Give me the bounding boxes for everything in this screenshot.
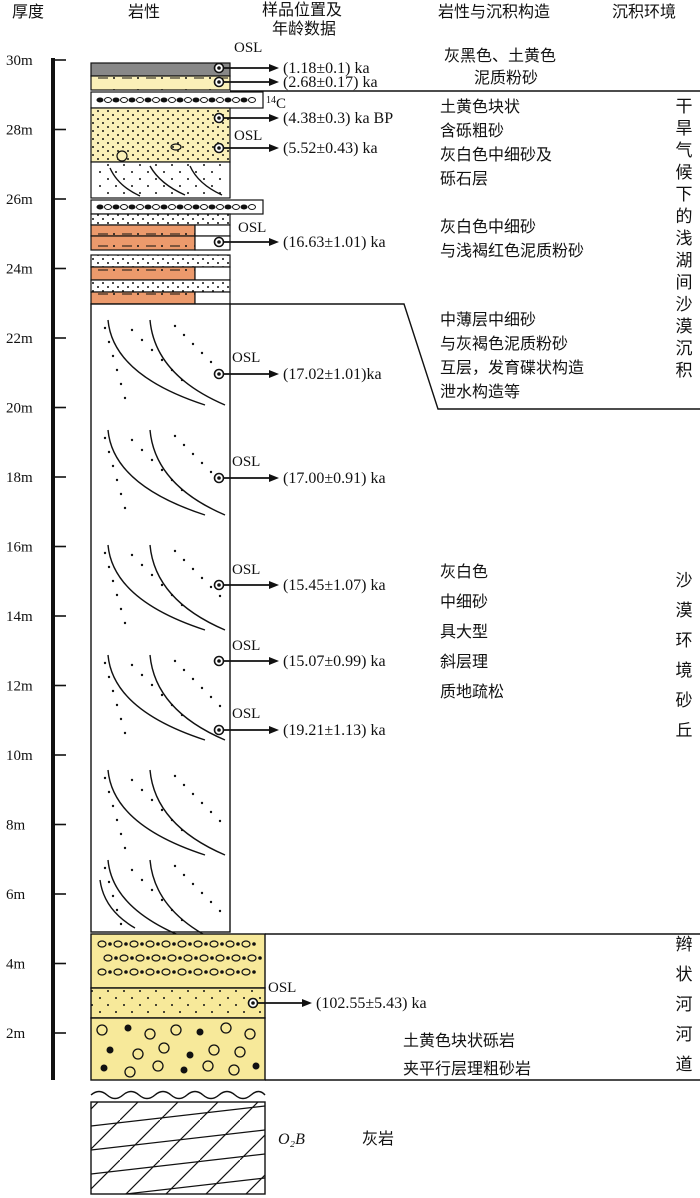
lithology-description: 具大型: [440, 622, 488, 641]
depth-tick-label: 10m: [6, 748, 33, 764]
gravel-dots: [96, 97, 256, 103]
lithology-description: 中细砂: [440, 592, 488, 611]
environment-label: 干旱气候下的浅湖间沙漠沉积: [676, 97, 693, 381]
lithology-description: 泥质粉砂: [474, 68, 538, 87]
sample-method: OSL: [232, 562, 260, 578]
sample-markers: (1.18±0.1) ka OSL (2.68±0.17) ka (4.38±0.3)…: [213, 40, 427, 1012]
header-sample-1: 样品位置及: [262, 0, 342, 19]
sample-age: (4.38±0.3) ka BP: [283, 110, 393, 127]
sample-age: (19.21±1.13) ka: [283, 722, 386, 739]
sample-age: (17.02±1.01)ka: [283, 366, 382, 383]
depth-tick-label: 30m: [6, 53, 33, 69]
formation-code: O₂B: [278, 1131, 305, 1148]
sample-age: (15.07±0.99) ka: [283, 653, 386, 670]
sample-age: (17.00±0.91) ka: [283, 470, 386, 487]
lithology-description: 灰黑色、土黄色: [444, 46, 556, 65]
sample-method: OSL: [234, 40, 262, 56]
sample-method: OSL: [232, 638, 260, 654]
depth-tick-label: 28m: [6, 123, 33, 139]
depth-tick-label: 2m: [6, 1026, 26, 1042]
sample-method: OSL: [238, 220, 266, 236]
depth-tick-label: 14m: [6, 609, 33, 625]
depth-tick-label: 16m: [6, 540, 33, 556]
header-lithology: 岩性: [128, 2, 160, 21]
layer-dune-sand: [90, 303, 231, 933]
depth-tick-label: 26m: [6, 192, 33, 208]
lithology-description: 土黄色块状砾岩: [403, 1031, 515, 1050]
lithology-description: 灰白色中细砂及: [440, 145, 552, 164]
lithology-description: 灰白色中细砂: [440, 217, 536, 236]
depth-tick-label: 6m: [6, 887, 26, 903]
sample-method: OSL: [268, 980, 296, 996]
sample-method: OSL: [232, 350, 260, 366]
sample-age: (15.45±1.07) ka: [283, 577, 386, 594]
lithology-description: 质地疏松: [440, 682, 504, 701]
sample-age: (102.55±5.43) ka: [316, 995, 427, 1012]
unconformity-line: [90, 1090, 266, 1100]
lithology-description: 砾石层: [440, 169, 488, 188]
cross-bedding: [99, 319, 226, 946]
lithology-description: 互层，发育碟状构造: [440, 358, 584, 377]
sample-method: OSL: [232, 706, 260, 722]
sample-method: OSL: [232, 454, 260, 470]
depth-tick-label: 24m: [6, 262, 33, 278]
lithology-description: 与浅褐红色泥质粉砂: [440, 241, 584, 260]
depth-tick-label: 12m: [6, 679, 33, 695]
lithology-description: 泄水构造等: [440, 382, 520, 401]
depth-tick-label: 18m: [6, 470, 33, 486]
depth-tick-label: 8m: [6, 818, 26, 834]
depth-tick-label: 4m: [6, 957, 26, 973]
sample-age: (1.18±0.1) ka: [283, 60, 370, 77]
lithology-description: 中薄层中细砂: [440, 310, 536, 329]
lithology-description: 斜层理: [440, 652, 488, 671]
lithology-description: 夹平行层理粗砂岩: [403, 1059, 531, 1078]
environment-label: 沙漠环境砂丘: [676, 571, 693, 741]
environment-label: 辫状河河道: [676, 935, 693, 1075]
header-sample-2: 年龄数据: [272, 19, 336, 38]
formation-name: 灰岩: [362, 1129, 394, 1148]
lithology-description: 含砾粗砂: [440, 121, 504, 140]
header-environment: 沉积环境: [612, 2, 676, 21]
depth-tick-label: 22m: [6, 331, 33, 347]
header-thickness: 厚度: [12, 2, 44, 21]
sample-method: 14C: [266, 95, 286, 112]
sample-age: (16.63±1.01) ka: [283, 234, 386, 251]
lithology-description: 灰白色: [440, 562, 488, 581]
sample-method: OSL: [234, 128, 262, 144]
lithology-description: 与灰褐色泥质粉砂: [440, 334, 568, 353]
header-structure: 岩性与沉积构造: [438, 2, 550, 21]
sample-age: (2.68±0.17) ka: [283, 74, 378, 91]
lithology-description: 土黄色块状: [440, 97, 520, 116]
sample-age: (5.52±0.43) ka: [283, 140, 378, 157]
depth-tick-label: 20m: [6, 401, 33, 417]
boundary-lake-dune: [230, 303, 700, 410]
layer-grey-silt: [90, 62, 231, 77]
